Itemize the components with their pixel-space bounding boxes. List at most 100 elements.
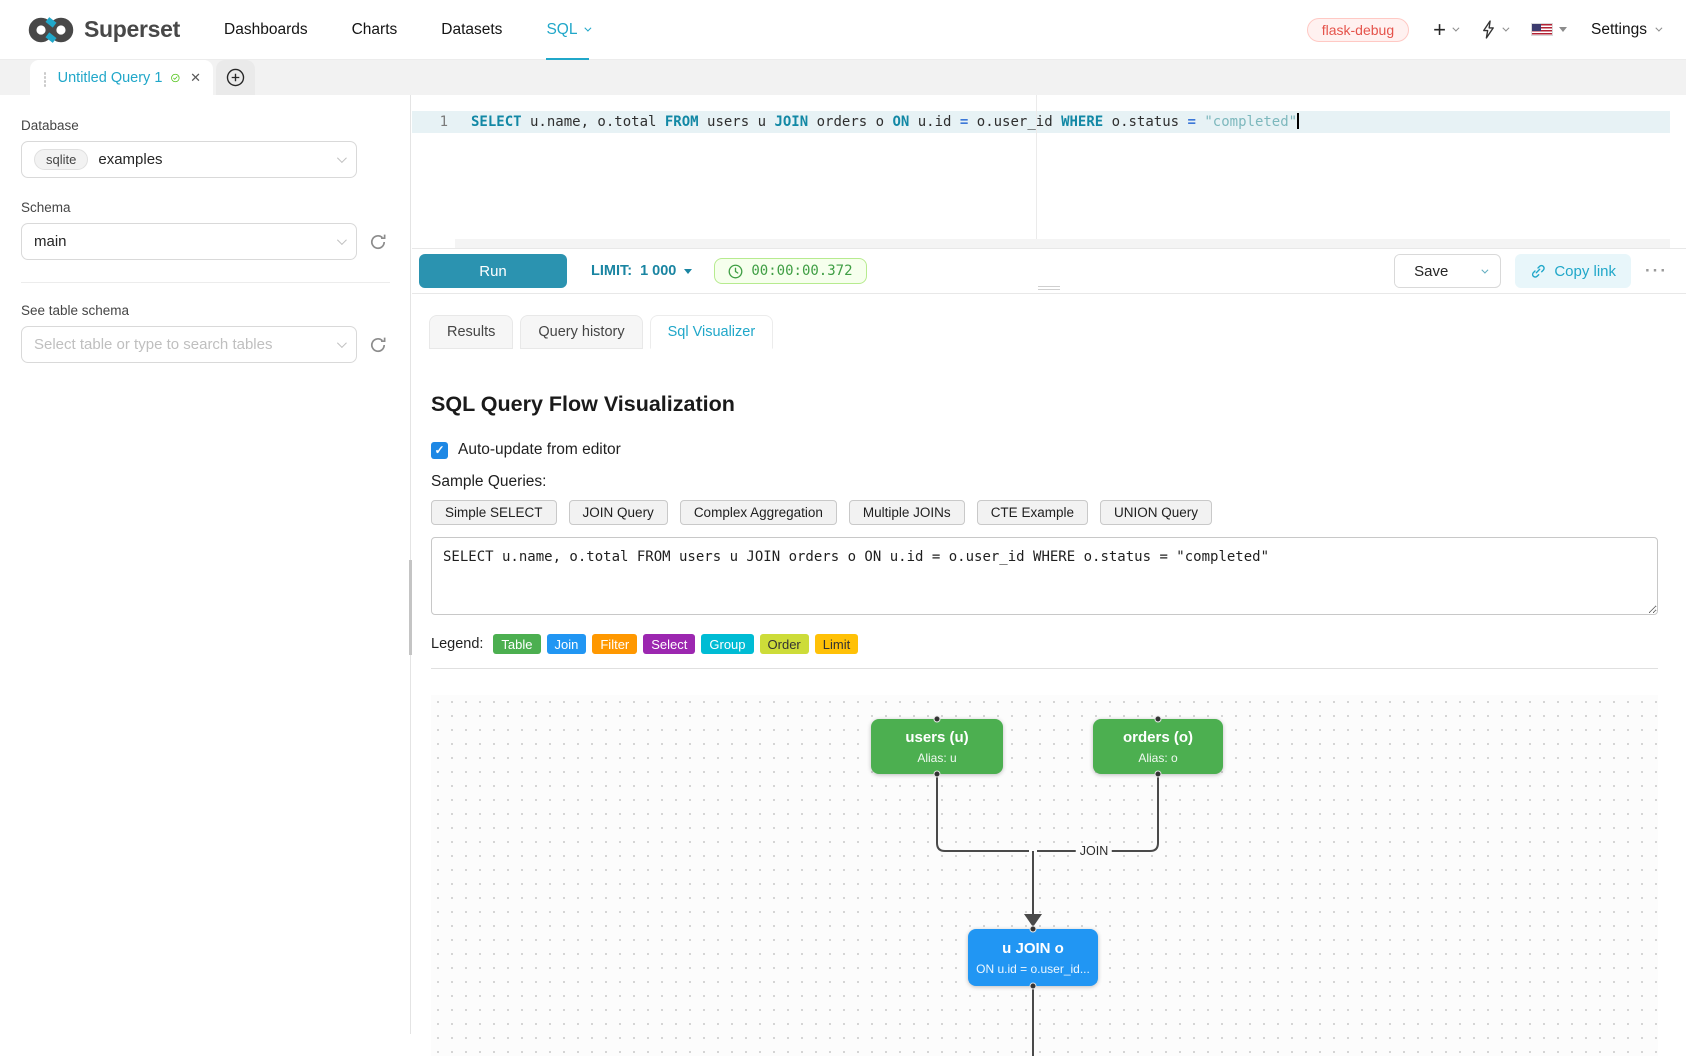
chevron-down-icon — [336, 153, 347, 164]
clock-icon — [728, 264, 743, 278]
database-select[interactable]: sqlite examples — [21, 141, 357, 178]
query-text-input[interactable]: SELECT u.name, o.total FROM users u JOIN… — [431, 537, 1658, 615]
plus-circle-icon — [226, 68, 245, 87]
legend-badge-order: Order — [759, 634, 809, 654]
connection-handle[interactable] — [1029, 982, 1037, 990]
sql-editor[interactable]: 1 SELECT u.name, o.total FROM users u JO… — [412, 95, 1670, 248]
chevron-down-icon — [1481, 266, 1489, 274]
add-tab-button[interactable] — [216, 60, 255, 95]
sql-token: SELECT — [471, 114, 522, 130]
node-title: orders (o) — [1122, 728, 1193, 746]
superset-logo[interactable]: Superset — [28, 15, 180, 45]
editor-code-line[interactable]: SELECT u.name, o.total FROM users u JOIN… — [471, 111, 1299, 133]
auto-update-checkbox[interactable] — [431, 441, 448, 459]
sql-token: JOIN — [774, 114, 809, 130]
settings-menu[interactable]: Settings — [1591, 21, 1663, 39]
superset-logo-icon — [28, 16, 74, 43]
sqllab-sidebar: Database sqlite examples Schema main See… — [0, 95, 411, 1034]
node-subtitle: Alias: o — [1138, 750, 1178, 765]
sql-token: orders o — [808, 114, 893, 130]
sql-token: = — [1187, 114, 1196, 130]
refresh-tables-button[interactable] — [369, 336, 387, 354]
editor-active-line-highlight — [412, 111, 1670, 133]
auto-update-label: Auto-update from editor — [458, 441, 621, 458]
sample-button-complex-aggregation[interactable]: Complex Aggregation — [679, 500, 837, 525]
chevron-down-icon — [1502, 24, 1510, 32]
new-item-menu[interactable]: + — [1433, 18, 1460, 41]
connection-handle[interactable] — [933, 715, 941, 723]
refresh-schema-button[interactable] — [369, 233, 387, 251]
node-title: users (u) — [905, 728, 969, 746]
node-title: u JOIN o — [1002, 939, 1064, 957]
sample-button-join-query[interactable]: JOIN Query — [568, 500, 668, 525]
language-picker[interactable] — [1530, 23, 1567, 36]
sql-token: o.user_id — [968, 114, 1062, 130]
sample-queries-label: Sample Queries: — [431, 473, 547, 490]
schema-select[interactable]: main — [21, 223, 357, 260]
editor-line-number: 1 — [439, 114, 448, 130]
connection-handle[interactable] — [933, 770, 941, 778]
query-search-menu[interactable] — [1481, 20, 1510, 39]
connection-handle[interactable] — [1029, 925, 1037, 933]
legend-badge-table: Table — [493, 634, 541, 654]
chevron-down-icon — [584, 24, 592, 32]
legend-badge-join: Join — [546, 634, 587, 654]
legend: Legend: Table Join Filter Select Group O… — [431, 634, 1658, 654]
tab-results[interactable]: Results — [429, 315, 514, 349]
sample-button-cte-example[interactable]: CTE Example — [976, 500, 1088, 525]
node-join[interactable]: u JOIN o ON u.id = o.user_id... — [968, 929, 1098, 986]
chevron-down-icon — [336, 338, 347, 349]
tab-query-history[interactable]: Query history — [520, 315, 643, 349]
run-button[interactable]: Run — [419, 254, 567, 288]
node-subtitle: Alias: u — [917, 750, 957, 765]
edge-label-join: JOIN — [1075, 843, 1113, 859]
node-table-users[interactable]: users (u) Alias: u — [871, 719, 1003, 774]
nav-item-charts[interactable]: Charts — [351, 20, 398, 38]
limit-dropdown[interactable]: LIMIT: 1 000 — [591, 263, 693, 279]
us-flag-icon — [1530, 23, 1553, 36]
close-icon[interactable]: ✕ — [190, 69, 201, 85]
sql-token: o.status — [1103, 114, 1188, 130]
primary-nav: Dashboards Charts Datasets SQL — [224, 0, 592, 61]
brand-name: Superset — [84, 16, 181, 42]
nav-item-dashboards[interactable]: Dashboards — [224, 20, 308, 38]
sql-token: "completed" — [1195, 114, 1298, 130]
connection-handle[interactable] — [1154, 770, 1162, 778]
editor-horizontal-scrollbar[interactable] — [455, 239, 1670, 248]
save-button[interactable]: Save — [1395, 255, 1468, 287]
save-options-button[interactable] — [1467, 255, 1500, 287]
sample-button-union-query[interactable]: UNION Query — [1099, 500, 1212, 525]
drag-handle-icon[interactable] — [44, 71, 46, 75]
check-circle-icon — [171, 73, 180, 82]
content-divider — [431, 668, 1658, 669]
tab-sql-visualizer[interactable]: Sql Visualizer — [649, 315, 774, 349]
editor-cursor — [1297, 113, 1299, 129]
query-tab-title: Untitled Query 1 — [57, 69, 163, 86]
sql-token: ON — [892, 114, 910, 130]
query-timer-badge: 00:00:00.372 — [714, 258, 867, 284]
copy-link-button[interactable]: Copy link — [1515, 254, 1632, 288]
sql-token: users u — [698, 114, 775, 130]
node-table-orders[interactable]: orders (o) Alias: o — [1093, 719, 1223, 774]
more-actions-button[interactable]: ··· — [1645, 261, 1668, 280]
database-label: Database — [21, 118, 79, 133]
sample-button-simple-select[interactable]: Simple SELECT — [431, 500, 557, 525]
nav-item-datasets[interactable]: Datasets — [441, 20, 503, 38]
sql-token: FROM — [664, 114, 699, 130]
query-tab-active[interactable]: Untitled Query 1 ✕ — [30, 60, 213, 95]
panel-splitter-handle[interactable] — [1038, 286, 1060, 290]
nav-item-sql[interactable]: SQL — [546, 2, 592, 61]
save-split-button: Save — [1394, 254, 1502, 288]
table-select[interactable]: Select table or type to search tables — [21, 326, 357, 363]
sidebar-resize-handle[interactable] — [409, 560, 412, 655]
database-value: examples — [98, 151, 163, 168]
result-tabs: Results Query history Sql Visualizer — [429, 315, 1686, 349]
database-engine-pill: sqlite — [34, 149, 89, 170]
sample-button-multiple-joins[interactable]: Multiple JOINs — [848, 500, 965, 525]
flow-canvas[interactable]: JOIN users (u) Alias: u orders (o) Alias… — [431, 695, 1658, 1056]
chevron-down-icon — [336, 235, 347, 246]
legend-badge-select: Select — [643, 634, 696, 654]
query-tab-strip: Untitled Query 1 ✕ — [0, 60, 1686, 95]
limit-label: LIMIT: — [591, 263, 633, 279]
connection-handle[interactable] — [1154, 715, 1162, 723]
